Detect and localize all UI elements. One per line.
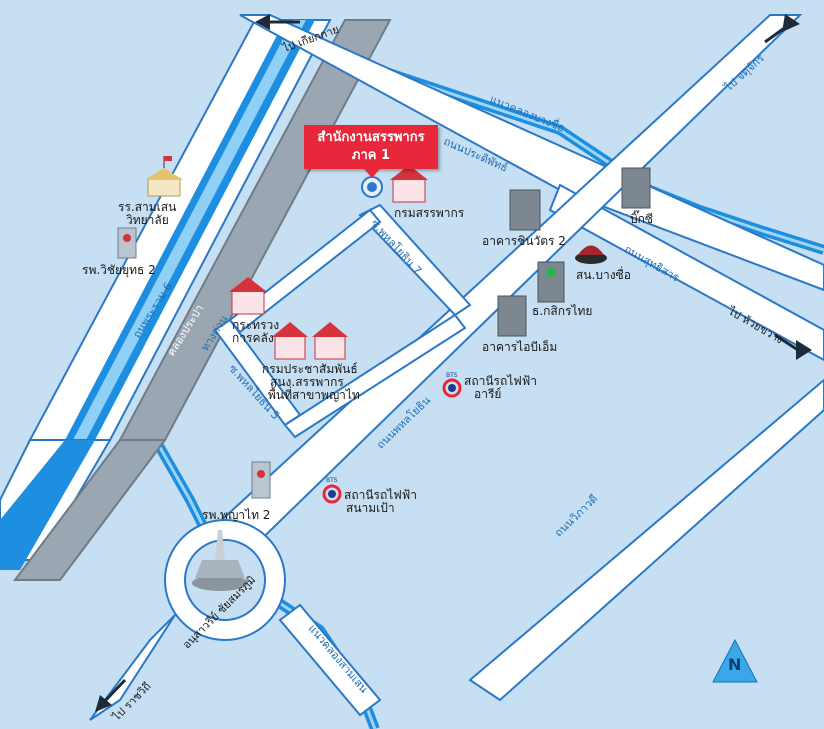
label-bts-ari-1: สถานีรถไฟฟ้า bbox=[464, 374, 538, 388]
label-ministry-finance-2: การคลัง bbox=[232, 331, 274, 345]
label-hospital-vichaiyut: รพ.วิชัยยุทธ 2 bbox=[82, 263, 156, 277]
label-school-1: รร.สามเสน bbox=[118, 200, 177, 214]
svg-text:BTS: BTS bbox=[326, 477, 338, 484]
label-revenue-office-2: พื้นที่สาขาพญาไท bbox=[268, 388, 360, 402]
label-ibm: อาคารไอบีเอ็ม bbox=[482, 340, 558, 354]
arrow-chatuchak-icon bbox=[764, 14, 800, 44]
arrow-ratchawithi-icon bbox=[95, 678, 127, 712]
label-hospital-phyathai: รพ.พญาไท 2 bbox=[202, 508, 271, 522]
prd-building-icon bbox=[272, 322, 308, 360]
big-c-building-icon bbox=[621, 167, 651, 209]
revenue-seal-icon bbox=[361, 176, 383, 198]
monument-icon bbox=[192, 530, 248, 591]
shinawatra-building-icon bbox=[509, 189, 541, 231]
hospital-phyathai-icon bbox=[251, 461, 271, 499]
revenue-office-building-icon bbox=[312, 322, 348, 360]
label-public-relations: กรมประชาสัมพันธ์ bbox=[262, 362, 358, 376]
headquarters-callout: สำนักงานสรรพากร ภาค 1 bbox=[304, 125, 438, 178]
revenue-dept-building-icon bbox=[390, 165, 428, 203]
headquarters-region: ภาค 1 bbox=[351, 148, 391, 163]
label-bts-ari-2: อารีย์ bbox=[474, 387, 502, 401]
label-revenue-office-1: สนง.สรรพากร bbox=[270, 375, 344, 389]
road-soi7 bbox=[358, 203, 472, 317]
hospital-vichaiyut-icon bbox=[117, 227, 137, 259]
north-label: N bbox=[728, 655, 742, 674]
road-pradipat bbox=[239, 14, 824, 292]
label-bts-sanampao-2: สนามเป้า bbox=[346, 501, 395, 515]
ministry-finance-building-icon bbox=[229, 277, 267, 315]
label-big-c: บิ๊กซี bbox=[630, 212, 654, 226]
arrow-kiakkai-icon bbox=[255, 14, 300, 30]
label-shinawatra: อาคารชินวัตร 2 bbox=[482, 234, 566, 248]
police-station-icon bbox=[575, 245, 607, 264]
bts-ari-logo-icon: BTS bbox=[442, 372, 462, 398]
road-vibhavadi bbox=[468, 378, 824, 702]
headquarters-name: สำนักงานสรรพากร bbox=[317, 130, 425, 145]
svg-text:BTS: BTS bbox=[446, 372, 458, 379]
label-police: สน.บางซื่อ bbox=[576, 268, 631, 282]
label-school-2: วิทยาลัย bbox=[126, 213, 169, 227]
arrow-huaykwang-icon bbox=[774, 333, 812, 360]
label-bts-sanampao-1: สถานีรถไฟฟ้า bbox=[344, 488, 418, 502]
label-ministry-finance-1: กระทรวง bbox=[232, 318, 280, 332]
bts-sanampao-logo-icon: BTS bbox=[322, 477, 342, 504]
school-building-icon bbox=[145, 156, 183, 197]
label-revenue-department: กรมสรรพากร bbox=[394, 206, 465, 220]
kasikorn-building-icon bbox=[537, 261, 565, 303]
north-arrow-icon bbox=[712, 638, 758, 683]
road-sutthisan bbox=[548, 183, 824, 362]
ibm-building-icon bbox=[497, 295, 527, 337]
label-kasikorn: ธ.กสิกรไทย bbox=[532, 304, 593, 318]
